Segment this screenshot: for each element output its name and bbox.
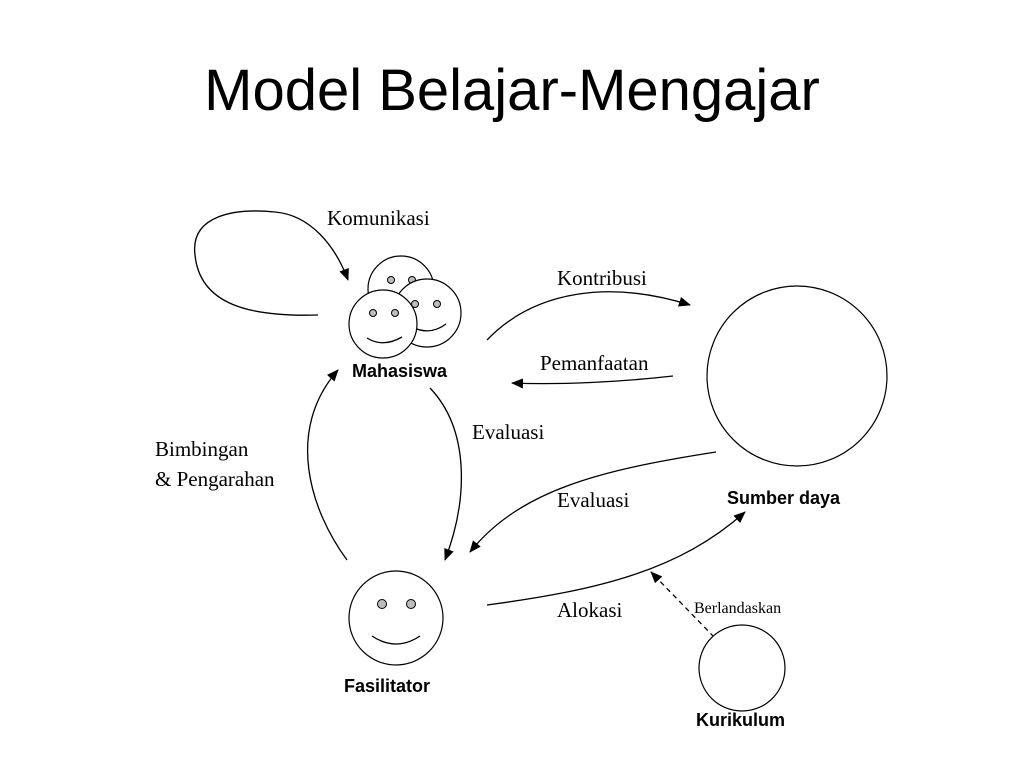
label-bimbingan-line2: & Pengarahan <box>155 467 275 491</box>
evaluasi-down-arrow <box>429 387 462 561</box>
slide-title: Model Belajar-Mengajar <box>204 58 820 123</box>
berlandaskan-dashed-arrow <box>650 571 715 638</box>
kontribusi-arrow <box>486 291 691 341</box>
node-sumber-daya: Sumber daya <box>727 488 841 508</box>
label-kontribusi: Kontribusi <box>557 266 647 290</box>
node-fasilitator: Fasilitator <box>344 676 430 696</box>
label-komunikasi: Komunikasi <box>327 206 430 230</box>
label-evaluasi-right: Evaluasi <box>557 488 629 512</box>
label-evaluasi-left: Evaluasi <box>472 420 544 444</box>
alokasi-arrow <box>486 511 746 606</box>
node-kurikulum: Kurikulum <box>696 710 785 730</box>
evaluasi-left-arrow <box>469 451 717 553</box>
label-alokasi: Alokasi <box>557 598 622 622</box>
label-bimbingan-line1: Bimbingan <box>155 437 249 461</box>
bimbingan-arrow <box>307 369 348 561</box>
fasilitator-face-icon <box>348 570 444 666</box>
sumber-daya-circle-icon <box>706 285 888 467</box>
pemanfaatan-arrow <box>511 375 674 389</box>
komunikasi-loop-arrow <box>194 210 349 316</box>
kurikulum-circle-icon <box>698 624 786 712</box>
node-mahasiswa: Mahasiswa <box>352 361 448 381</box>
label-pemanfaatan: Pemanfaatan <box>540 351 649 375</box>
mahasiswa-faces-icon <box>348 255 462 359</box>
label-berlandaskan: Berlandaskan <box>694 600 781 617</box>
